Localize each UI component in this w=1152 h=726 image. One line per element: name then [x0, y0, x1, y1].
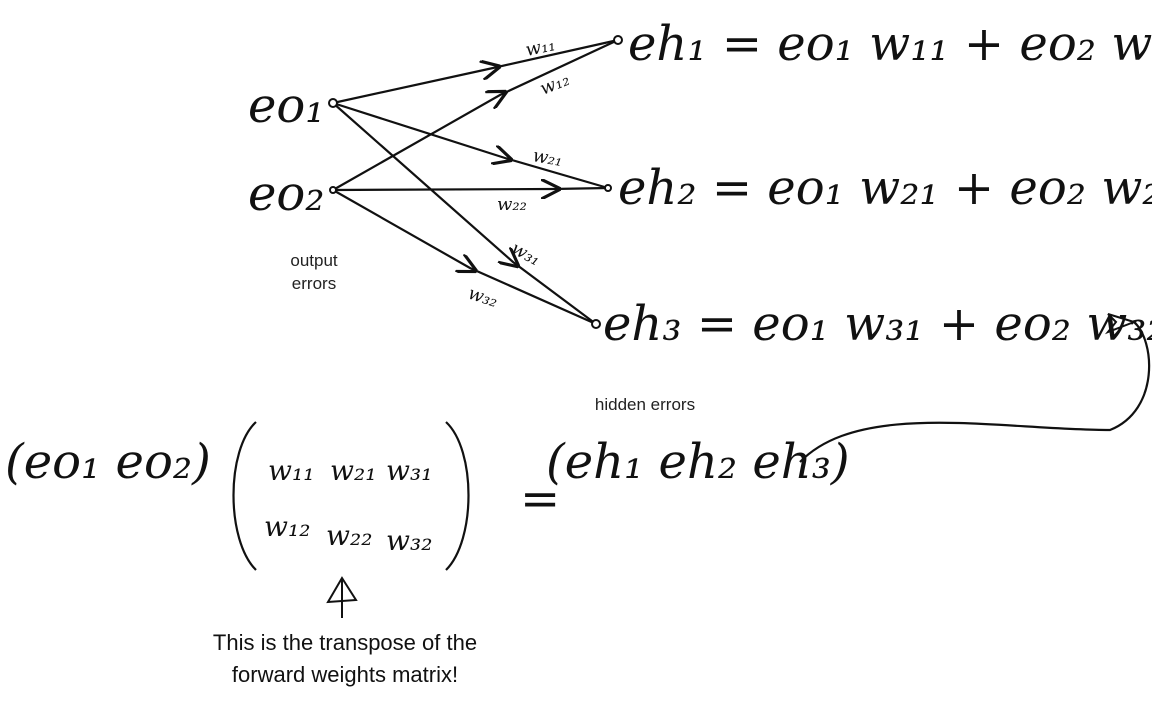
output-errors-caption-line1: output	[290, 251, 338, 270]
matrix-cell-r1c1: w₁₁	[268, 454, 314, 487]
node-eo1	[328, 98, 338, 108]
node-eo2	[329, 186, 337, 194]
node-eh1	[613, 35, 623, 45]
nodes	[328, 35, 623, 329]
edge-eo2-eh3	[332, 189, 597, 326]
matrix-cell-r2c3: w₃₂	[386, 524, 432, 557]
edge-eo1-eh1	[332, 38, 619, 105]
edges	[332, 38, 619, 326]
matrix-left-paren	[232, 421, 257, 571]
matrix-equation: (eo₁ eo₂) w₁₁ w₂₁ w₃₁ w₁₂ w₂₂ w₃₂ = (eh₁…	[5, 421, 850, 571]
edge-label-w22: w₂₂	[497, 194, 527, 215]
edge-eo1-eh3	[332, 102, 597, 325]
matrix-cell-r2c2: w₂₂	[326, 519, 372, 552]
edge-label-w11: w₁₁	[524, 34, 558, 61]
edge-label-w31: w₃₁	[508, 238, 544, 271]
matrix-right-paren	[445, 421, 470, 571]
node-eh2	[604, 184, 612, 192]
edge-eo2-eh2	[332, 188, 609, 190]
equation-eh3: eh₃ = eo₁ w₃₁ + eo₂ w₃₂	[603, 296, 1152, 352]
note-line-2: forward weights matrix!	[232, 662, 458, 687]
output-node-label-eo1: eo₁	[248, 78, 325, 134]
equation-eh1: eh₁ = eo₁ w₁₁ + eo₂ w₁₂	[628, 16, 1152, 72]
matrix-cell-r2c1: w₁₂	[264, 510, 310, 543]
pointer-arrow-icon	[326, 576, 358, 618]
equation-eh2: eh₂ = eo₁ w₂₁ + eo₂ w₂₂	[618, 160, 1152, 216]
matrix-cell-r1c2: w₂₁	[330, 454, 376, 487]
edge-label-w32: w₃₂	[465, 283, 500, 312]
triangle-arrow-icon	[1104, 313, 1138, 335]
edge-eo1-eh2	[332, 101, 609, 190]
edge-label-w21: w₂₁	[531, 145, 564, 171]
matrix-cell-r1c3: w₃₁	[386, 454, 432, 487]
edge-label-w12: w₁₂	[537, 69, 573, 100]
node-eh3	[591, 319, 601, 329]
row-vector-eo: (eo₁ eo₂)	[5, 434, 211, 490]
output-errors-caption-line2: errors	[292, 274, 336, 293]
hidden-errors-caption: hidden errors	[595, 395, 695, 414]
note-line-1: This is the transpose of the	[213, 630, 477, 655]
equals-sign: =	[520, 471, 560, 527]
result-vector-eh: (eh₁ eh₂ eh₃)	[546, 434, 850, 490]
curved-connector	[799, 321, 1151, 463]
output-node-label-eo2: eo₂	[248, 166, 325, 222]
edge-eo2-eh1	[332, 39, 619, 191]
